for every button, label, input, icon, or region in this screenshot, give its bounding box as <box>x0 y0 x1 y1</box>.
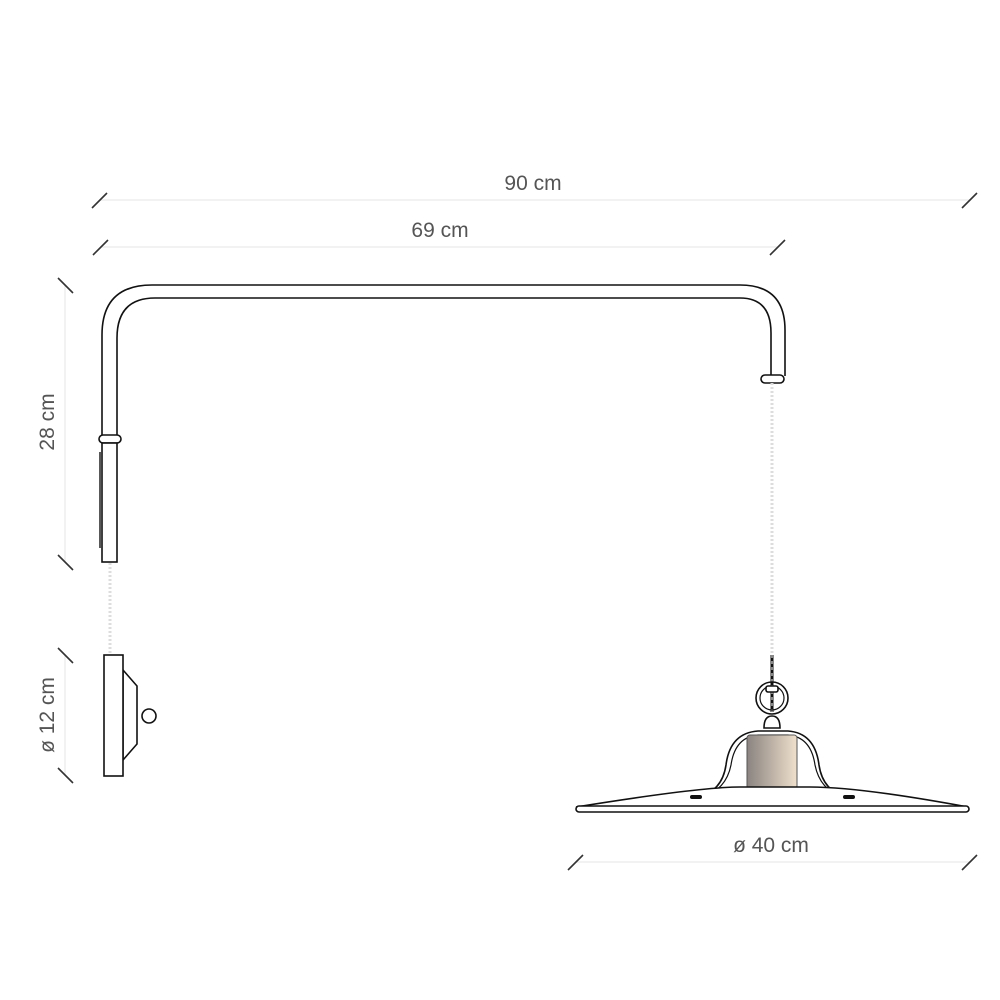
arm-collar <box>98 434 122 444</box>
ceiling-canopy <box>103 654 157 777</box>
label-canopy-diameter: ø 12 cm <box>36 677 59 753</box>
lamp-socket <box>746 734 798 790</box>
pendant-shade <box>575 655 970 813</box>
wall-arm <box>98 284 786 563</box>
label-total-width: 90 cm <box>504 172 561 195</box>
arm-end-cap <box>760 374 785 384</box>
wall-bracket <box>101 442 118 563</box>
dimension-canopy-diameter: ø 12 cm <box>36 647 74 784</box>
dimension-shade-diameter: ø 40 cm <box>567 834 978 871</box>
label-arm-height: 28 cm <box>36 393 59 450</box>
label-shade-diameter: ø 40 cm <box>733 834 809 857</box>
dimension-arm-height: 28 cm <box>36 277 74 571</box>
dimension-total-width: 90 cm <box>91 172 978 209</box>
dimension-arm-reach: 69 cm <box>92 219 786 256</box>
label-arm-reach: 69 cm <box>411 219 468 242</box>
